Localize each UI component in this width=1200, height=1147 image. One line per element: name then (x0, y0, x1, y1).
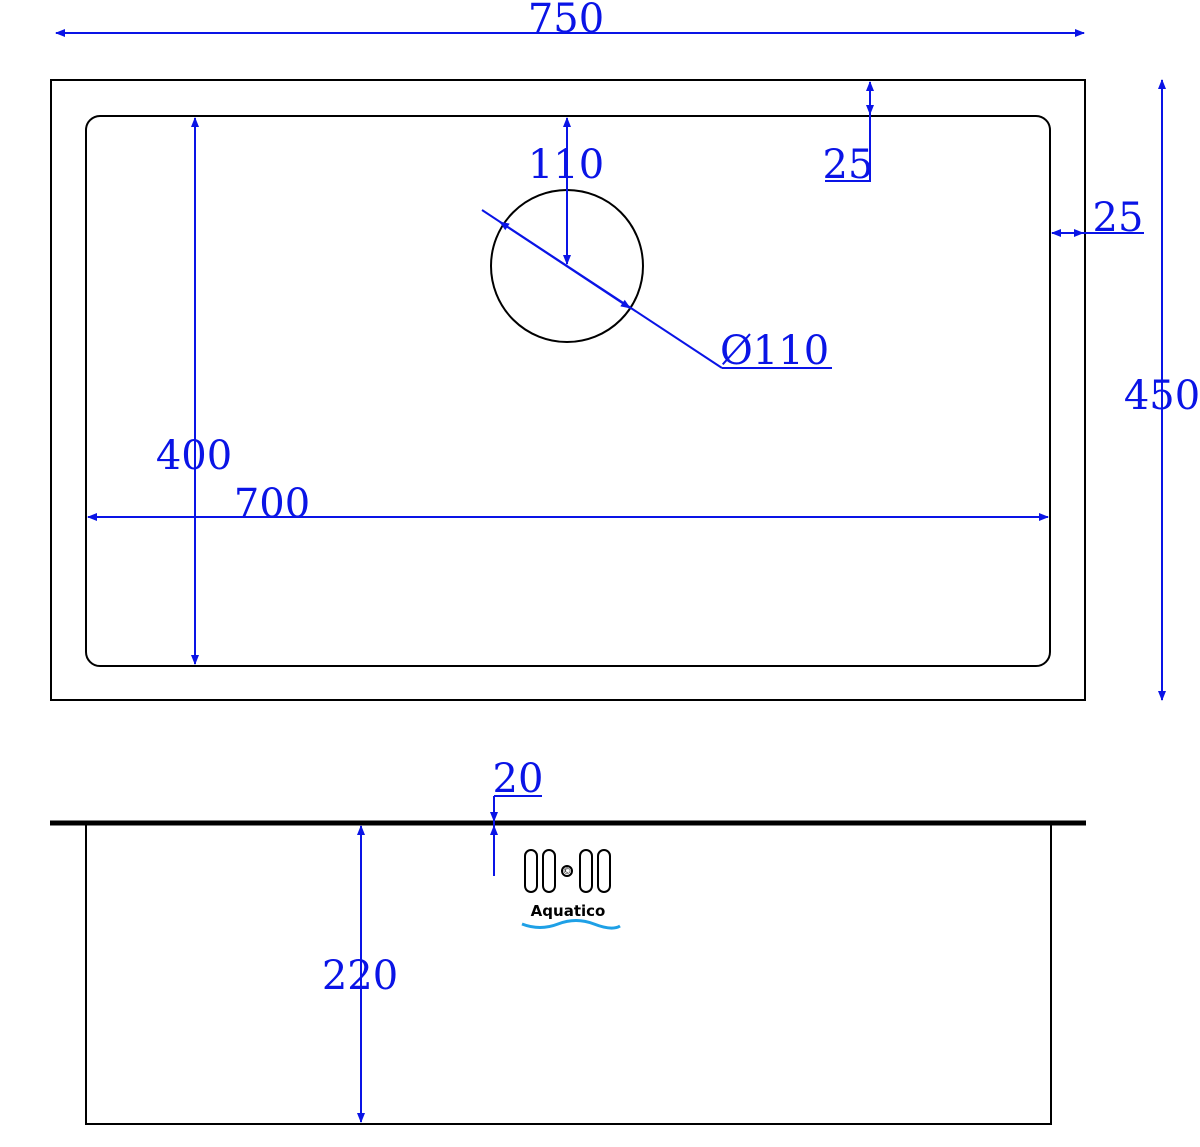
plan-view: 750 450 400 700 110 Ø110 (50, 0, 1200, 701)
bowl-depth-label: 220 (322, 953, 398, 999)
dimension-drain-diameter: Ø110 (481, 209, 832, 374)
sink-outer-outline (50, 79, 1086, 701)
aquatico-logo-icon (524, 849, 611, 893)
dimension-inner-width: 700 (87, 481, 1049, 527)
dimension-bowl-depth: 220 (322, 825, 398, 1123)
inner-width-label: 700 (234, 481, 310, 527)
flange-thickness-label: 20 (493, 756, 544, 802)
dimension-rim-top: 25 (823, 81, 874, 188)
aquatico-logo: © Aquatico (521, 849, 621, 930)
overall-width-label: 750 (528, 0, 604, 42)
dimension-overall-depth: 450 (1124, 79, 1200, 701)
overall-depth-label: 450 (1124, 373, 1200, 419)
logo-brand-name: Aquatico (531, 902, 606, 920)
side-view: 20 220 © Aquatico (50, 756, 1086, 1125)
drain-offset-label: 110 (528, 142, 604, 188)
dimension-rim-side: 25 (1051, 195, 1144, 241)
inner-depth-label: 400 (156, 433, 232, 479)
rim-side-label: 25 (1093, 195, 1144, 241)
dimension-flange-thickness: 20 (490, 756, 544, 876)
dimension-overall-width: 750 (55, 0, 1085, 42)
rim-top-label: 25 (823, 142, 874, 188)
sink-bowl-profile (85, 825, 1052, 1125)
logo-wave (521, 919, 621, 930)
drain-diameter-label: Ø110 (720, 328, 829, 374)
sink-bowl-outline (85, 115, 1051, 667)
dimension-drain-offset: 110 (528, 117, 604, 265)
dimension-inner-depth: 400 (156, 117, 232, 665)
logo-copyright-mark: © (563, 867, 572, 877)
